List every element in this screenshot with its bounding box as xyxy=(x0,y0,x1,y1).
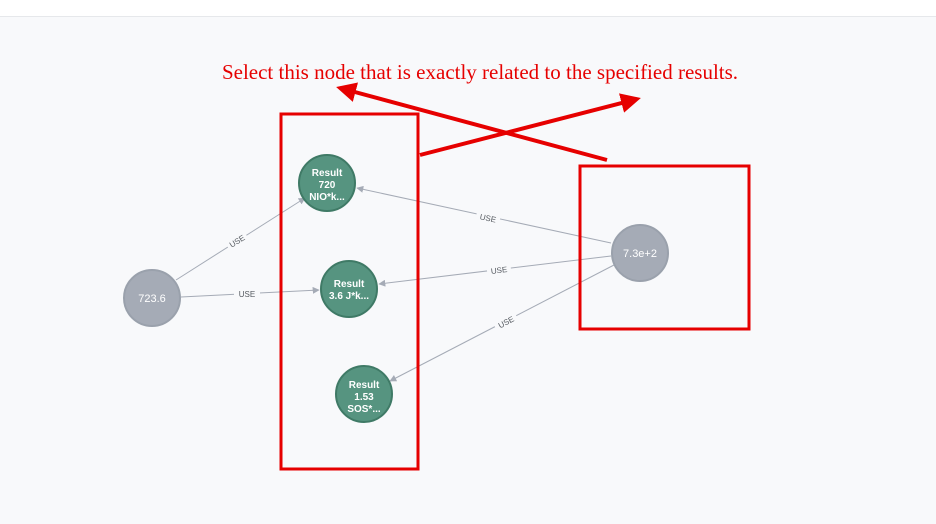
node-label: Result xyxy=(334,279,365,290)
edge-left-to-result-mid[interactable]: USE xyxy=(180,286,320,299)
node-label: 1.53 xyxy=(354,392,374,403)
edge-right-to-result-top[interactable]: USE xyxy=(356,185,612,244)
node-label: SOS*... xyxy=(347,404,381,415)
highlight-box-results xyxy=(279,112,420,471)
node-result-top[interactable]: Result 720 NIO*k... xyxy=(298,154,356,212)
node-label: NIO*k... xyxy=(309,192,345,203)
node-label: 3.6 J*k... xyxy=(329,291,369,302)
node-label: 720 xyxy=(319,180,336,191)
node-label: 7.3e+2 xyxy=(623,248,657,260)
node-label: Result xyxy=(312,168,343,179)
annotation-arrow-right xyxy=(419,93,641,157)
edge-left-to-result-top[interactable]: USE xyxy=(175,197,306,281)
edge-label: USE xyxy=(479,212,497,224)
annotation-text: Select this node that is exactly related… xyxy=(221,60,739,84)
edge-label: USE xyxy=(490,265,507,276)
annotation-arrow-left xyxy=(336,82,608,162)
highlight-box-value xyxy=(578,164,751,331)
node-value-left[interactable]: 723.6 xyxy=(123,269,181,327)
node-label: Result xyxy=(349,380,380,391)
edge-right-to-result-mid[interactable]: USE xyxy=(378,255,612,287)
node-value-right[interactable]: 7.3e+2 xyxy=(611,224,669,282)
edge-label: USE xyxy=(239,290,255,299)
node-result-mid[interactable]: Result 3.6 J*k... xyxy=(320,260,378,318)
node-label: 723.6 xyxy=(138,293,166,305)
node-result-bottom[interactable]: Result 1.53 SOS*... xyxy=(335,365,393,423)
